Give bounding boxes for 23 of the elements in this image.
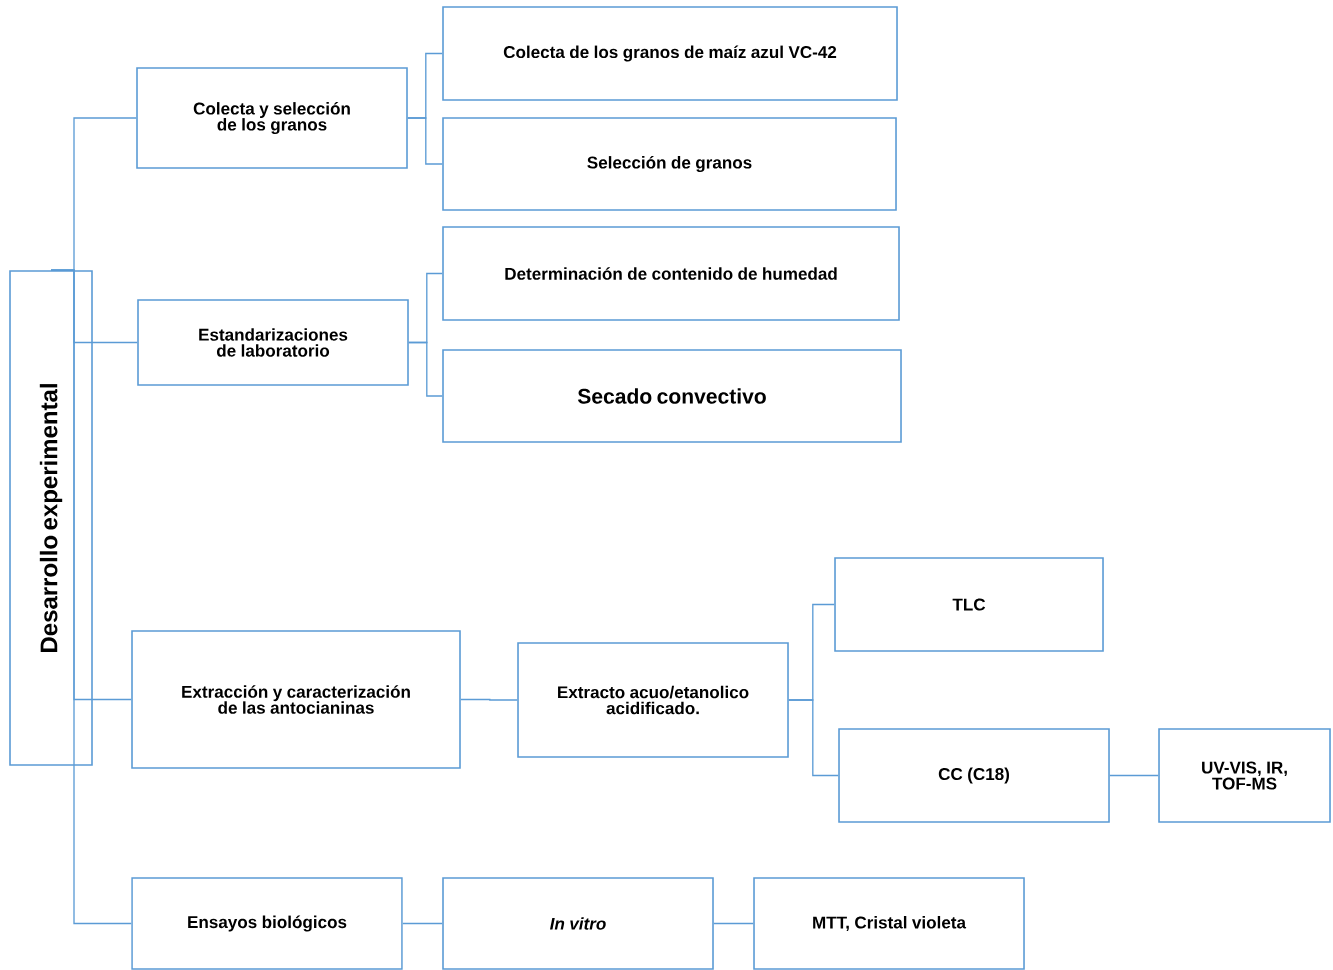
process-box: In vitro [442, 877, 714, 970]
process-box: Colecta y selección de los granos [136, 67, 408, 169]
connector-line [1109, 774, 1159, 777]
process-box: Extracción y caracterización de las antocianinas [131, 630, 461, 769]
process-box: Determinación de contenido de humedad [442, 226, 900, 321]
connector-line [713, 922, 754, 925]
connector-line [402, 922, 443, 925]
process-box: Estandarizaciones de laboratorio [137, 299, 409, 386]
connector-line [788, 699, 839, 777]
process-box: TLC [834, 557, 1104, 652]
process-box: Extracto acuo/etanolico acidificado. [517, 642, 789, 758]
process-box: Ensayos biológicos [131, 877, 403, 970]
process-box: Selección de granos [442, 117, 897, 211]
title-box: Desarrollo experimental [9, 270, 93, 766]
connector-line [408, 341, 443, 397]
process-box: UV-VIS, IR, TOF-MS [1158, 728, 1331, 823]
process-box: Secado convectivo [442, 349, 902, 443]
connector-line [407, 117, 443, 165]
connector-line [460, 698, 518, 701]
process-box: Colecta de los granos de maíz azul VC-42 [442, 6, 898, 101]
process-box: CC (C18) [838, 728, 1110, 823]
process-box: MTT, Cristal violeta [753, 877, 1025, 970]
connector-line [50, 269, 132, 925]
